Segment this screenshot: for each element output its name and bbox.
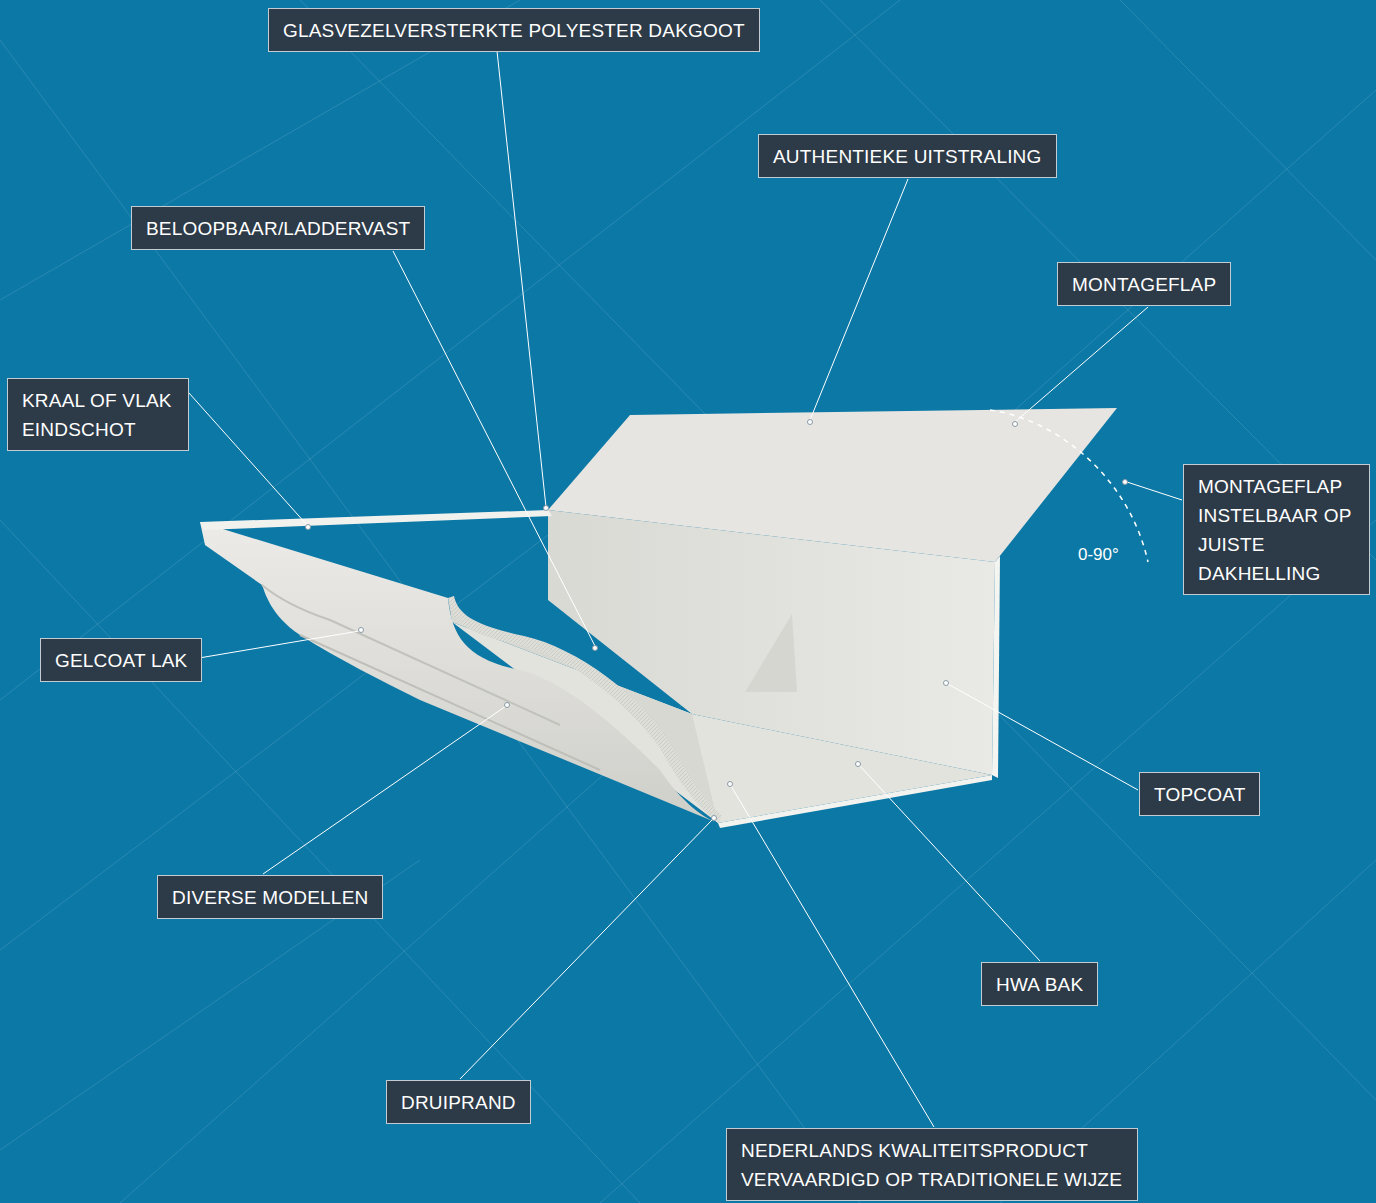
feature-callout: MONTAGEFLAP INSTELBAAR OP JUISTE DAKHELL…	[1183, 464, 1370, 595]
feature-callout: NEDERLANDS KWALITEITSPRODUCT VERVAARDIGD…	[726, 1128, 1138, 1201]
feature-callout: BELOOPBAAR/LADDERVAST	[131, 206, 425, 250]
feature-callout: DIVERSE MODELLEN	[157, 875, 383, 919]
feature-callout: AUTHENTIEKE UITSTRALING	[758, 134, 1057, 178]
feature-callout: MONTAGEFLAP	[1057, 262, 1231, 306]
callout-text: HWA BAK	[996, 970, 1083, 999]
callout-text: TOPCOAT	[1154, 780, 1245, 809]
callout-text: KRAAL OF VLAK EINDSCHOT	[22, 386, 174, 444]
leader-dots	[306, 420, 1128, 821]
feature-callout: DRUIPRAND	[386, 1080, 531, 1124]
callout-text: MONTAGEFLAP INSTELBAAR OP JUISTE DAKHELL…	[1198, 472, 1355, 588]
feature-callout: GELCOAT LAK	[40, 638, 202, 682]
callout-text: GELCOAT LAK	[55, 646, 187, 675]
callout-text: BELOOPBAAR/LADDERVAST	[146, 214, 410, 243]
callout-text: GLASVEZELVERSTERKTE POLYESTER DAKGOOT	[283, 16, 745, 45]
title-callout: GLASVEZELVERSTERKTE POLYESTER DAKGOOT	[268, 8, 760, 52]
feature-callout: HWA BAK	[981, 962, 1098, 1006]
feature-callout: TOPCOAT	[1139, 772, 1260, 816]
callout-text: MONTAGEFLAP	[1072, 270, 1216, 299]
gutter	[200, 408, 1148, 828]
callout-text: DRUIPRAND	[401, 1088, 516, 1117]
angle-label: 0-90°	[1078, 545, 1119, 565]
callout-text: DIVERSE MODELLEN	[172, 883, 368, 912]
callout-text: NEDERLANDS KWALITEITSPRODUCT VERVAARDIGD…	[741, 1136, 1123, 1194]
callout-text: AUTHENTIEKE UITSTRALING	[773, 142, 1042, 171]
feature-callout: KRAAL OF VLAK EINDSCHOT	[7, 378, 189, 451]
